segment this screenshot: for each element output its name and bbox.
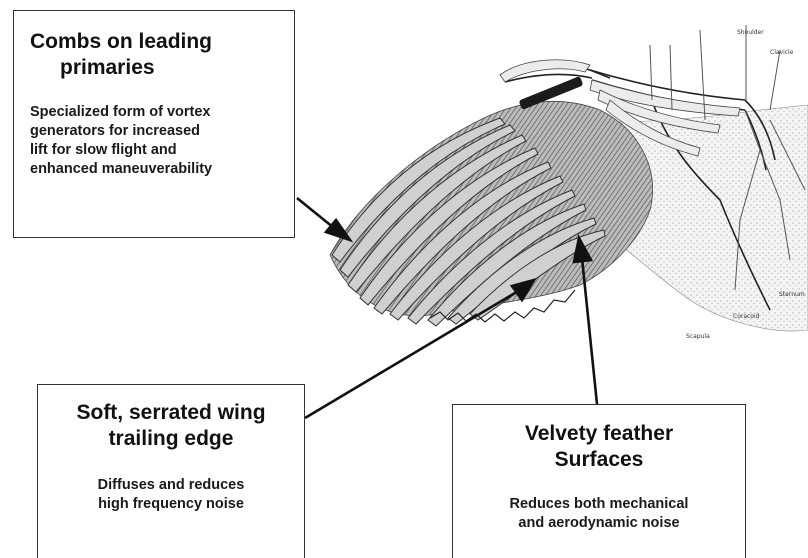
trailing-description: Diffuses and reduces high frequency nois…	[44, 476, 298, 514]
anatomy-label-scapula: Scapula	[686, 333, 710, 340]
velvety-description: Reduces both mechanical and aerodynamic …	[459, 495, 739, 533]
velvety-callout: Velvety feather Surfaces Reduces both me…	[452, 404, 746, 558]
velvety-title: Velvety feather Surfaces	[459, 421, 739, 473]
arrow-combs	[297, 198, 334, 228]
combs-title-line1: Combs on leading	[30, 29, 280, 55]
velvety-title-line1: Velvety feather	[459, 421, 739, 447]
combs-desc-line3: lift for slow flight and	[30, 141, 280, 160]
combs-description: Specialized form of vortex generators fo…	[30, 103, 280, 179]
trailing-desc-line1: Diffuses and reduces	[44, 476, 298, 495]
combs-title: Combs on leading primaries	[30, 29, 280, 81]
anatomy-label-sternum: Sternum	[779, 291, 805, 298]
combs-desc-line4: enhanced maneuverability	[30, 160, 280, 179]
combs-desc-line2: generators for increased	[30, 122, 280, 141]
combs-desc-line1: Specialized form of vortex	[30, 103, 280, 122]
trailing-edge-callout: Soft, serrated wing trailing edge Diffus…	[37, 384, 305, 558]
anatomy-label-coracoid: Coracoid	[733, 313, 760, 320]
combs-callout: Combs on leading primaries Specialized f…	[13, 10, 295, 238]
anatomy-label-shoulder: Shoulder	[737, 29, 764, 36]
velvety-desc-line1: Reduces both mechanical	[459, 495, 739, 514]
trailing-desc-line2: high frequency noise	[44, 495, 298, 514]
combs-title-line2: primaries	[30, 55, 280, 81]
trailing-title-line1: Soft, serrated wing	[44, 400, 298, 426]
anatomy-label-clavicle: Clavicle	[770, 49, 794, 56]
trailing-title: Soft, serrated wing trailing edge	[44, 400, 298, 452]
velvety-title-line2: Surfaces	[459, 447, 739, 473]
trailing-title-line2: trailing edge	[44, 426, 298, 452]
velvety-desc-line2: and aerodynamic noise	[459, 514, 739, 533]
